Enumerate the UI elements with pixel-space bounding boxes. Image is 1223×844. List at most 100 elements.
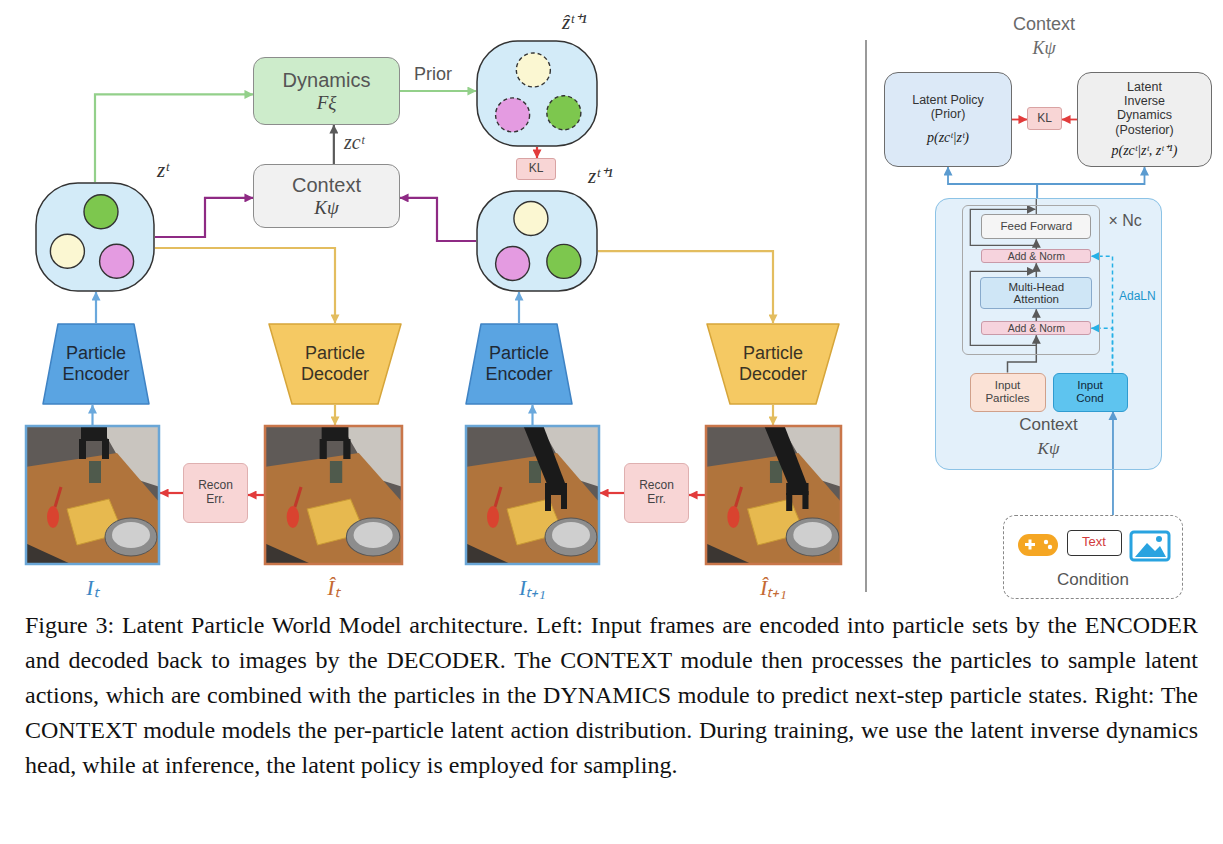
node-label: Add & Norm xyxy=(1008,323,1065,334)
connector xyxy=(1062,119,1077,121)
floor xyxy=(264,543,313,565)
latent-policy-box: Latent Policy (Prior)p(zcᵗ|zᵗ) xyxy=(884,72,1012,167)
text-area xyxy=(705,425,842,565)
module-ground xyxy=(935,198,1162,470)
floor xyxy=(25,543,73,565)
can xyxy=(330,461,342,483)
node-label: Latent Inverse Dynamics (Posterior) xyxy=(1113,80,1177,138)
text-area xyxy=(264,425,403,565)
condition-box: Condition Text xyxy=(1003,515,1183,599)
particle xyxy=(50,234,84,268)
add-norm-box: Add & Norm xyxy=(981,249,1091,263)
panel-title: Context xyxy=(1013,14,1075,35)
wall xyxy=(705,425,842,565)
particle-set: ẑᵗ⁺¹ xyxy=(476,40,598,147)
text-area: Latent Policy (Prior)p(zcᵗ|zᵗ) xyxy=(885,73,1011,166)
counter xyxy=(705,453,842,565)
node-label: KL xyxy=(1037,112,1052,126)
node-label: p(zcᵗ|zᵗ, zᵗ⁺¹) xyxy=(1112,143,1178,159)
pot-inside xyxy=(354,522,393,548)
text-area: Particle Decoder xyxy=(268,323,402,405)
text-area xyxy=(476,40,598,147)
connector xyxy=(1037,167,1144,198)
pot-inside xyxy=(552,522,590,548)
spoon-handle xyxy=(495,487,501,507)
particle xyxy=(496,98,530,132)
pot xyxy=(786,518,839,556)
gripper-finger xyxy=(786,493,792,511)
node-label: Fξ xyxy=(317,92,337,114)
wall xyxy=(25,425,160,565)
robot-arm xyxy=(81,425,107,441)
connector xyxy=(1112,412,1114,516)
decoder-shape xyxy=(707,324,839,404)
particle xyxy=(547,244,581,278)
text-area: Input Particles xyxy=(971,374,1045,411)
text-area: Feed Forward xyxy=(982,215,1090,238)
robot-arm xyxy=(764,425,807,489)
connector xyxy=(772,405,774,425)
particle xyxy=(516,53,550,87)
connector-label: AdaLN xyxy=(1119,290,1156,304)
node-label: Îₜ₊₁ xyxy=(760,575,787,600)
text-area: KL xyxy=(1028,108,1061,129)
text-area: Text xyxy=(1068,531,1121,555)
recon-error-box: Recon Err. xyxy=(183,463,248,523)
wall xyxy=(264,425,403,565)
connector xyxy=(536,147,538,158)
connector xyxy=(600,492,624,494)
node-label: Condition xyxy=(1057,570,1129,590)
img-shape xyxy=(465,425,600,565)
connector xyxy=(91,405,93,425)
context-module: ContextKψ× NcFeed ForwardAdd & NormMulti… xyxy=(935,198,1162,470)
panel-divider xyxy=(865,40,867,592)
gripper-finger xyxy=(561,491,567,509)
connector xyxy=(1012,119,1027,121)
inverse-dynamics-box: Latent Inverse Dynamics (Posterior) p(zcᵗ… xyxy=(1077,72,1212,167)
gripper-finger xyxy=(545,493,551,511)
node-label: ẑᵗ⁺¹ xyxy=(562,10,587,34)
connector xyxy=(400,90,476,92)
node-label: zᵗ⁺¹ xyxy=(588,164,613,188)
input-particles-box: Input Particles xyxy=(970,373,1046,412)
pot xyxy=(545,518,597,556)
node-label: Iₜ xyxy=(86,575,98,600)
context-box: ContextKψ xyxy=(253,164,400,228)
connector xyxy=(1036,309,1038,321)
input-frame: Iₜ xyxy=(25,425,160,565)
reconstructed-frame: Îₜ xyxy=(264,425,403,565)
spoon xyxy=(487,506,499,528)
spoon xyxy=(47,506,59,528)
particle-set: zᵗ⁺¹ xyxy=(476,190,598,292)
node-label: Latent Policy (Prior) xyxy=(901,93,996,122)
node-label: Particle Decoder xyxy=(731,343,815,384)
node-label: Particle Encoder xyxy=(54,343,138,384)
particle xyxy=(100,244,134,278)
particle xyxy=(514,202,548,236)
gamepad-icon xyxy=(1018,534,1058,556)
img-shape xyxy=(25,425,160,565)
transformer-block: × NcFeed ForwardAdd & NormMulti-Head Att… xyxy=(962,205,1100,355)
connector xyxy=(948,167,1037,198)
connector xyxy=(333,125,335,164)
node-label: zᵗ xyxy=(157,158,169,182)
particle-set: zᵗ xyxy=(35,182,155,292)
text-area: Add & Norm xyxy=(982,250,1090,262)
counter xyxy=(264,453,403,565)
pot xyxy=(346,518,400,556)
text-area: Particle Encoder xyxy=(465,323,573,405)
node-label: Kψ xyxy=(314,197,338,219)
frame-border xyxy=(706,426,841,564)
figure-caption: Figure 3: Latent Particle World Model ar… xyxy=(25,608,1198,783)
connector xyxy=(95,94,253,182)
blob-shape xyxy=(476,40,598,147)
connector xyxy=(334,405,336,425)
node-label: Context xyxy=(1019,415,1078,435)
node-label: Add & Norm xyxy=(1008,251,1065,262)
text-area xyxy=(476,190,598,292)
spoon-handle xyxy=(735,487,741,507)
decoder-shape xyxy=(269,324,401,404)
counter xyxy=(25,453,160,565)
node-label: Kψ xyxy=(1038,439,1060,459)
